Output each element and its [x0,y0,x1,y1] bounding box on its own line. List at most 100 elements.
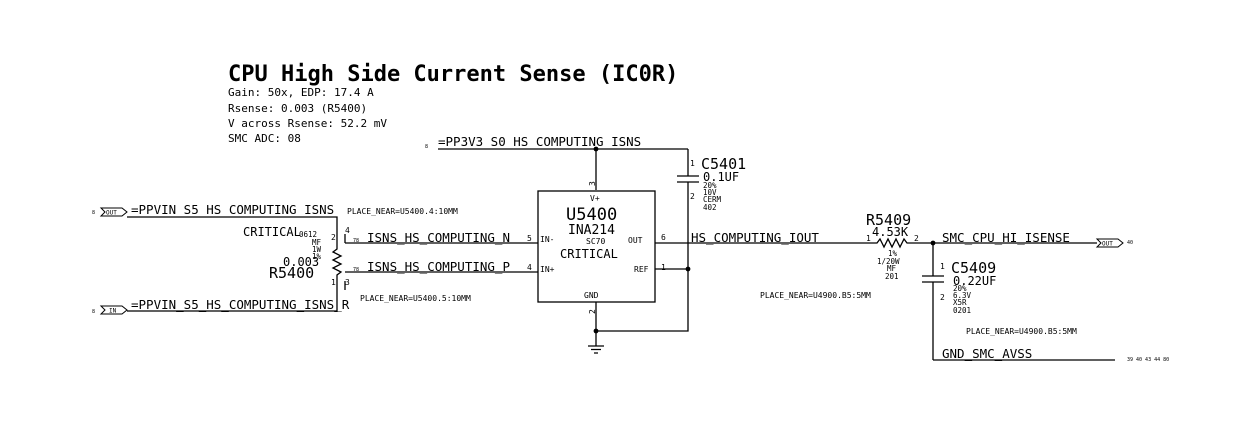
r5400-ref: R5400 [269,264,314,282]
pin-label-vplus: V+ [590,194,600,203]
r5400-spec: 1% [312,252,322,261]
port-out-right [1095,238,1124,248]
c5409-spec: 6.3V [953,291,972,300]
net-ppvin-top[interactable]: 8 OUT =PPVIN_S5_HS_COMPUTING_ISNS [92,202,338,243]
pin-number-gnd: 2 [588,309,597,314]
pin-label-out: OUT [628,236,643,245]
page-ref: 8 [92,309,95,315]
net-label-isns-p: ISNS_HS_COMPUTING_P [367,259,510,274]
r5409-pin1: 1 [866,234,871,243]
port-out-left [99,207,128,217]
net-label-smc-isense: SMC_CPU_HI_ISENSE [942,230,1070,245]
r5400-place-top: PLACE_NEAR=U5400.4:10MM [347,207,458,216]
r5409-ref: R5409 [866,211,911,229]
pin-label-gnd: GND [584,291,599,300]
page-ref: 40 [1127,240,1133,246]
r5400-pin: 3 [345,278,350,287]
junction-dot [593,328,599,334]
net-ppvin-bot[interactable]: 8 IN =PPVIN_S5_HS_COMPUTING_ISNS_R [92,281,350,315]
resistor-r5409[interactable]: 1 2 R5409 4.53K 1% 1/20W MF 201 PLACE_NE… [760,211,933,300]
r5409-spec: 201 [885,272,899,281]
port-label-out-left: OUT [106,210,117,217]
page-title: CPU High Side Current Sense (IC0R) [228,62,678,87]
r5400-pin: 4 [345,226,350,235]
junction-dot [930,240,936,246]
note-rsense: Rsense: 0.003 (R5400) [228,102,367,115]
net-iout[interactable]: HS_COMPUTING_IOUT [655,230,865,245]
pin-number-ref: 1 [661,263,666,272]
pin-number-out: 6 [661,233,666,242]
net-gnd-avss[interactable]: GND_SMC_AVSS 39 40 43 44 80 [933,346,1169,363]
c5409-value: 0.22UF [953,274,996,288]
page-ref: 78 [353,238,359,244]
pin-label-inp: IN+ [540,265,555,274]
net-label-ppvin-top: =PPVIN_S5_HS_COMPUTING_ISNS [131,202,334,217]
r5400-attr: CRITICAL [243,225,301,239]
pin-number-vplus: 3 [588,181,597,186]
ground-icon [588,345,604,354]
pin-label-ref: REF [634,265,649,274]
c5401-pin1: 1 [690,159,695,168]
c5401-spec: 20% [703,181,717,190]
resistor-r5400[interactable]: 4 2 1 3 CRITICAL 0612 MF 1W 1% 0.003 R54… [243,207,471,303]
c5401-spec: CERM [703,195,722,204]
r5400-spec: 0612 [299,230,317,239]
c5401-ref: C5401 [701,155,746,173]
u5400-ref: U5400 [566,205,617,225]
net-smc-isense[interactable]: SMC_CPU_HI_ISENSE OUT 40 [930,230,1133,276]
r5409-spec: 1% [888,249,898,258]
page-ref: 39 40 43 44 80 [1127,357,1169,363]
c5409-spec: 0201 [953,306,971,315]
r5409-spec: MF [887,264,897,273]
u5400-attr: CRITICAL [560,247,618,261]
r5400-pin: 1 [331,278,336,287]
net-label-iout: HS_COMPUTING_IOUT [691,230,819,245]
net-label-isns-n: ISNS_HS_COMPUTING_N [367,230,510,245]
resistor-zigzag [865,237,933,249]
r5400-value: 0.003 [283,255,319,269]
note-vacross: V across Rsense: 52.2 mV [228,117,387,130]
capacitor-c5409[interactable]: 1 2 C5409 0.22UF 20% 6.3V X5R 0201 PLACE… [922,259,1077,360]
pin-label-inm: IN- [540,235,554,244]
capacitor-c5401[interactable]: 1 2 C5401 0.1UF 20% 10V CERM 402 [677,155,746,269]
c5401-pin2: 2 [690,192,695,201]
resistor-zigzag [331,243,343,281]
c5409-place: PLACE_NEAR=U4900.B5:5MM [966,327,1077,336]
r5409-pin2: 2 [914,234,919,243]
net-label-ppvin-bot: =PPVIN_S5_HS_COMPUTING_ISNS_R [131,297,350,312]
port-label-out-right: OUT [1102,241,1113,248]
page-ref: 8 [92,210,95,216]
net-label-gnd-avss: GND_SMC_AVSS [942,346,1032,361]
c5409-spec: 20% [953,284,967,293]
net-label-pp3v3: =PP3V3_S0_HS_COMPUTING_ISNS [438,134,641,149]
r5400-pin: 2 [331,233,336,242]
pin-number-inm: 5 [527,234,532,243]
ic-u5400[interactable]: U5400 INA214 SC70 CRITICAL V+ IN- IN+ OU… [527,181,666,314]
r5400-place-bot: PLACE_NEAR=U5400.5:10MM [360,294,471,303]
r5409-value: 4.53K [872,225,909,239]
r5409-spec: 1/20W [877,257,900,266]
u5400-pkg: SC70 [586,237,605,246]
junction-dot [593,146,599,152]
r5409-place: PLACE_NEAR=U4900.B5:5MM [760,291,871,300]
r5400-spec: 1W [312,245,322,254]
c5409-pin1: 1 [940,262,945,271]
net-pp3v3[interactable]: 8 =PP3V3_S0_HS_COMPUTING_ISNS [425,134,689,190]
u5400-part: INA214 [568,223,615,238]
port-label-in-left: IN [109,308,117,315]
net-isns-n[interactable]: 78 ISNS_HS_COMPUTING_N [345,230,538,245]
page-ref: 78 [353,267,359,273]
junction-dot [685,266,691,272]
c5409-pin2: 2 [940,293,945,302]
page-ref: 8 [425,144,428,150]
r5400-spec: MF [312,238,322,247]
port-in-left [99,305,128,315]
net-isns-p[interactable]: 78 ISNS_HS_COMPUTING_P [345,259,538,274]
net-ground[interactable] [588,266,691,354]
note-smc-adc: SMC ADC: 08 [228,132,301,145]
pin-number-inp: 4 [527,263,532,272]
c5409-spec: X5R [953,298,967,307]
c5401-value: 0.1UF [703,170,739,184]
c5401-spec: 10V [703,188,717,197]
